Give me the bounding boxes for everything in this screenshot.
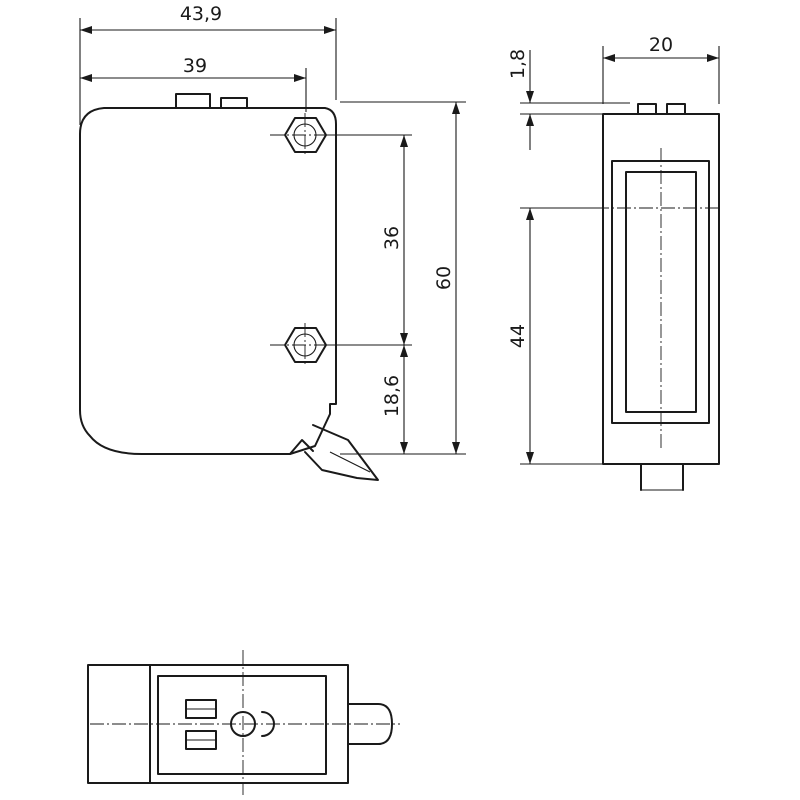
dim-total-height: 60: [433, 266, 455, 290]
dim-width: 20: [649, 34, 673, 56]
bottom-panel: [157, 675, 327, 775]
top-connector: [175, 93, 211, 109]
front-view-dimensions: [79, 18, 466, 455]
lens-outer-frame: [611, 160, 710, 424]
side-top-connector-right: [666, 103, 686, 115]
bottom-view: [87, 650, 400, 795]
side-housing: [602, 113, 720, 465]
side-top-connector-left: [637, 103, 657, 115]
dim-overall-length: 43,9: [180, 3, 222, 25]
bottom-cable: [347, 703, 393, 745]
angled-cable-exit: [289, 424, 379, 481]
top-indicator: [220, 97, 248, 109]
dim-hole-spacing: 36: [381, 226, 403, 250]
bottom-housing: [87, 664, 349, 784]
dim-lens-height: 44: [507, 324, 529, 348]
front-housing-outline: [79, 107, 337, 455]
front-view: [79, 93, 379, 481]
side-view: [595, 103, 722, 491]
dimension-labels: 43,9 39 20 36 60 18,6 1,8 44: [180, 3, 673, 417]
dim-connector-height: 1,8: [507, 49, 529, 79]
side-view-dimensions: [520, 46, 720, 465]
side-cable: [640, 463, 684, 491]
dim-lower-hole-offset: 18,6: [381, 375, 403, 417]
dim-body-length: 39: [183, 55, 207, 77]
